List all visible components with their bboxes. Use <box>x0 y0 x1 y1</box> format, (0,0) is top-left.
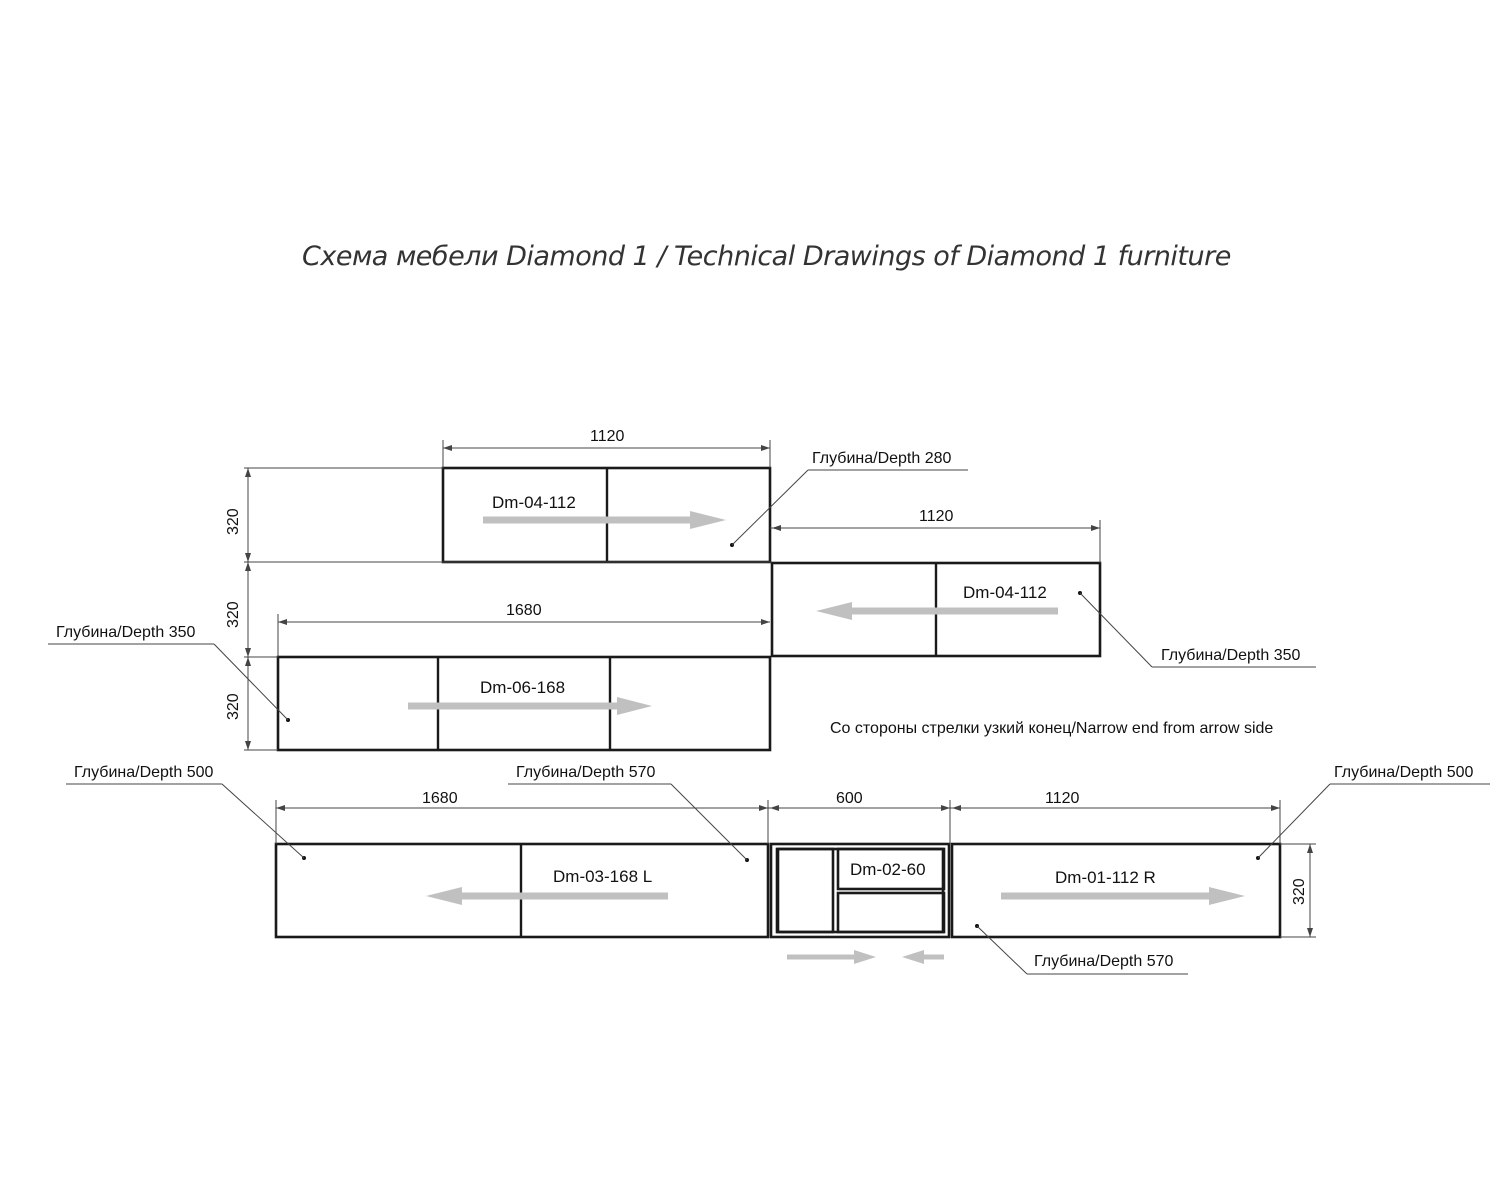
svg-text:1120: 1120 <box>1045 790 1080 807</box>
svg-text:Глубина/Depth 570: Глубина/Depth 570 <box>516 764 656 781</box>
module-bottom-center: Dm-02-60 <box>769 842 951 964</box>
svg-text:1680: 1680 <box>422 790 458 807</box>
arrow-note: Со стороны стрелки узкий конец/Narrow en… <box>830 720 1273 737</box>
depth-leader-bottom-center: Глубина/Depth 570 <box>508 764 748 861</box>
depth-leader-top: Глубина/Depth 280 <box>731 450 968 546</box>
module-middle-right: Dm-04-112 <box>770 561 1102 658</box>
svg-text:320: 320 <box>1291 878 1308 905</box>
svg-text:1120: 1120 <box>590 428 625 445</box>
dim-top-width: 1120 <box>442 428 771 468</box>
arrow-right-icon <box>617 697 652 715</box>
arrow-left-icon <box>816 602 852 620</box>
dim-middle-left-width: 1680 <box>277 602 770 657</box>
depth-leader-bottom-right-bottom: Глубина/Depth 570 <box>976 925 1188 975</box>
module-top: Dm-04-112 <box>441 466 772 564</box>
module-label-middle-right: Dm-04-112 <box>963 583 1047 602</box>
svg-text:Глубина/Depth 500: Глубина/Depth 500 <box>1334 764 1474 781</box>
depth-leader-middle-right: Глубина/Depth 350 <box>1079 592 1316 668</box>
arrow-right-icon <box>690 511 726 529</box>
depth-leader-middle-left: Глубина/Depth 350 <box>48 624 289 721</box>
dim-middle-right-width: 1120 <box>770 508 1101 563</box>
module-label-bottom-left: Dm-03-168 L <box>553 867 652 886</box>
arrow-right-icon <box>1209 887 1245 905</box>
svg-text:320: 320 <box>225 601 242 628</box>
depth-leader-bottom-right-top: Глубина/Depth 500 <box>1257 764 1490 859</box>
svg-text:Глубина/Depth 280: Глубина/Depth 280 <box>812 450 952 467</box>
svg-text:1120: 1120 <box>919 508 954 525</box>
svg-text:1680: 1680 <box>506 602 542 619</box>
svg-text:600: 600 <box>836 790 863 807</box>
dim-left-heights: 320 320 320 <box>225 467 772 751</box>
svg-text:Глубина/Depth 350: Глубина/Depth 350 <box>56 624 196 641</box>
module-middle-left: Dm-06-168 <box>276 655 772 752</box>
module-label-top: Dm-04-112 <box>492 493 576 512</box>
svg-text:Глубина/Depth 500: Глубина/Depth 500 <box>74 764 214 781</box>
arrow-right-icon <box>854 950 876 964</box>
dim-bottom-center-width: 600 <box>768 790 951 844</box>
module-label-middle-left: Dm-06-168 <box>480 678 565 697</box>
drawing-title: Схема мебели Diamond 1 / Technical Drawi… <box>302 241 1231 272</box>
module-label-bottom-right: Dm-01-112 R <box>1055 868 1156 887</box>
dim-bottom-right-width: 1120 <box>950 790 1281 844</box>
svg-text:Глубина/Depth 570: Глубина/Depth 570 <box>1034 953 1174 970</box>
svg-text:Глубина/Depth 350: Глубина/Depth 350 <box>1161 647 1301 664</box>
dim-bottom-left-width: 1680 <box>275 790 769 844</box>
dim-bottom-right-height: 320 <box>1280 843 1316 938</box>
module-label-bottom-center: Dm-02-60 <box>850 860 926 879</box>
module-bottom-left: Dm-03-168 L <box>274 842 770 939</box>
svg-text:320: 320 <box>225 693 242 720</box>
depth-leader-bottom-left: Глубина/Depth 500 <box>66 764 305 859</box>
arrow-left-icon <box>426 887 462 905</box>
arrow-left-icon <box>902 950 924 964</box>
svg-text:320: 320 <box>225 508 242 535</box>
module-bottom-right: Dm-01-112 R <box>950 842 1282 939</box>
